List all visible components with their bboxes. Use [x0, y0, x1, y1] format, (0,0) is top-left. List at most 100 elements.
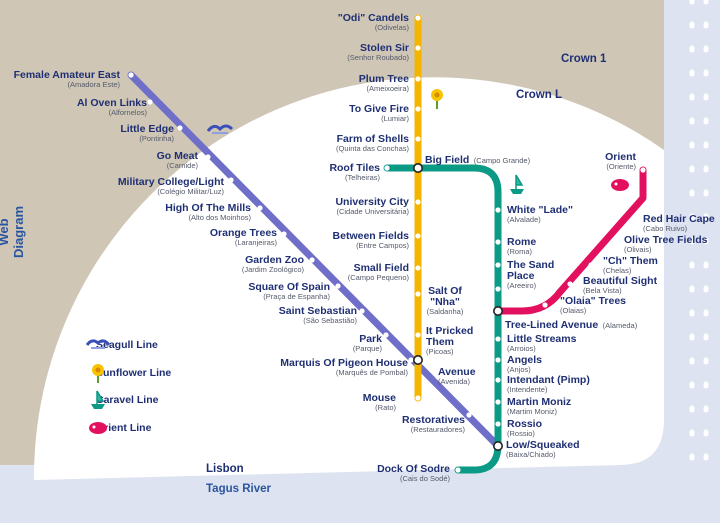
station-olaias[interactable]: "Olaia" Trees(Olaias) [560, 295, 626, 315]
station-restauradores[interactable]: Restoratives(Restauradores) [401, 414, 465, 434]
station-name: University City [335, 196, 409, 208]
station-campo-grande[interactable]: Big Field (Campo Grande) [425, 151, 530, 168]
station-martim-moniz[interactable]: Martin Moniz(Martim Moniz) [507, 396, 572, 416]
station-marques-de-pombal[interactable]: Marquis Of Pigeon House(Marquês de Pomba… [280, 357, 408, 377]
station-oriente[interactable]: Orient(Oriente) [605, 151, 636, 171]
station-cabo-ruivo[interactable]: Red Hair Cape(Cabo Ruivo) [643, 213, 715, 234]
station-dot [309, 257, 315, 263]
station-jardim-zoologico[interactable]: Garden Zoo(Jardim Zoológico) [242, 254, 304, 274]
station-name: Restoratives [401, 414, 465, 426]
land-area [33, 77, 664, 481]
station-name: Female Amateur East [13, 69, 120, 81]
station-bela-vista[interactable]: Beautiful Sight(Bela Vista) [583, 275, 657, 295]
station-cidade-universitaria[interactable]: University City(Cidade Universitária) [335, 196, 409, 216]
station-odivelas[interactable]: "Odi" Candels(Odivelas) [338, 12, 409, 32]
legend-label: Seagull Line [96, 339, 158, 351]
station-dot [147, 99, 153, 105]
station-lumiar[interactable]: To Give Fire(Lumiar) [349, 103, 409, 123]
station-areeiro[interactable]: The Sand Place(Areeiro) [507, 259, 565, 290]
station-avenida[interactable]: Avenue(Avenida) [438, 366, 476, 387]
station-subtitle: (Rossio) [507, 429, 535, 439]
station-subtitle: (Campo Pequeno) [347, 273, 409, 283]
station-saldanha[interactable]: Salt Of "Nha"(Saldanha) [418, 285, 472, 316]
station-name: "Olaia" Trees [560, 295, 626, 307]
station-alfornelos[interactable]: Al Oven Links(Alfornelos) [77, 97, 147, 118]
station-name: To Give Fire [349, 103, 409, 115]
river-band [0, 485, 720, 523]
station-subtitle: (Ameixoeira) [366, 84, 409, 94]
station-name: Small Field [353, 262, 409, 274]
station-colegio-militar[interactable]: Military College/Light(Colégio Militar/L… [118, 176, 224, 196]
station-subtitle: (Laranjeiras) [234, 238, 277, 248]
station-dot [228, 177, 234, 183]
station-entre-campos[interactable]: Between Fields(Entre Campos) [333, 230, 409, 250]
station-name: Orange Trees [209, 227, 277, 239]
station-name: Big Field [425, 154, 470, 166]
station-dot [415, 233, 421, 239]
station-name: Roof Tiles [329, 162, 380, 174]
station-subtitle: (Cabo Ruivo) [643, 224, 688, 234]
station-senhor-roubado[interactable]: Stolen Sir(Senhor Roubado) [347, 42, 409, 62]
interchange-dot [412, 354, 423, 365]
station-arroios[interactable]: Little Streams(Arroios) [507, 333, 576, 353]
station-name: Square Of Spain [248, 281, 330, 293]
station-anjos[interactable]: Angels(Anjos) [507, 354, 542, 374]
station-name: Farm of Shells [336, 133, 409, 145]
orient-icon [611, 179, 629, 191]
station-roma[interactable]: Rome(Roma) [507, 236, 537, 256]
station-name: Martin Moniz [507, 396, 572, 408]
station-chelas[interactable]: "Ch" Them(Chelas) [603, 255, 658, 275]
station-name: Go Meat [156, 150, 198, 162]
station-name: Mouse [362, 392, 396, 404]
caravel-line-track [383, 164, 502, 474]
station-dot [335, 283, 341, 289]
station-telheiras[interactable]: Roof Tiles(Telheiras) [329, 162, 380, 182]
station-dot [177, 125, 183, 131]
station-cais-do-sodre[interactable]: Dock Of Sodre(Cais do Sodé) [377, 463, 450, 483]
sunflower-icon [431, 89, 443, 109]
station-quinta-das-conchas[interactable]: Farm of Shells(Quinta das Conchas) [336, 133, 409, 153]
station-carnide[interactable]: Go Meat(Carnide) [156, 150, 198, 170]
station-dot [640, 167, 646, 173]
station-rato[interactable]: Mouse(Rato) [362, 392, 396, 412]
station-alto-dos-moinhos[interactable]: High Of The Mills(Alto dos Moinhos) [165, 202, 251, 222]
station-name: White "Lade" [507, 204, 573, 216]
station-dot [415, 45, 421, 51]
station-picoas[interactable]: It Pricked Them(Picoas) [426, 325, 486, 356]
region-lisbon: Lisbon [206, 463, 244, 475]
station-baixa-chiado[interactable]: Low/Squeaked(Baixa/Chiado) [506, 439, 580, 460]
station-sao-sebastiao[interactable]: Saint Sebastian(São Sebastião) [279, 305, 357, 325]
legend-item-orient: Orient Line [86, 417, 226, 439]
station-dot [588, 262, 594, 268]
station-dot [495, 399, 501, 405]
station-laranjeiras[interactable]: Orange Trees(Laranjeiras) [209, 227, 277, 248]
station-intendente[interactable]: Intendant (Pimp)(Intendente) [507, 374, 590, 394]
station-subtitle: (Alfornelos) [108, 108, 147, 118]
station-olivais[interactable]: Olive Tree Fields(Olivais) [624, 234, 707, 254]
station-dot [415, 15, 421, 21]
station-alameda[interactable]: Tree-Lined Avenue (Alameda) [505, 316, 637, 333]
station-name: Garden Zoo [245, 254, 304, 266]
station-rossio[interactable]: Rossio(Rossio) [507, 418, 542, 439]
station-amadora-este[interactable]: Female Amateur East(Amadora Este) [13, 69, 120, 89]
legend-item-sunflower: Sunflower Line [86, 362, 226, 384]
station-subtitle: (Parque) [352, 344, 382, 354]
station-dot [384, 165, 390, 171]
station-subtitle: (Praça de Espanha) [263, 292, 330, 302]
legend-item-seagull: Seagull Line [86, 334, 226, 356]
interchange-dot [492, 440, 503, 451]
station-subtitle: (Avenida) [438, 377, 470, 387]
station-dot [630, 219, 636, 225]
station-name: Orient [605, 151, 636, 163]
station-name: Rome [507, 236, 537, 248]
station-parque[interactable]: Park(Parque) [352, 333, 382, 354]
station-praca-de-espanha[interactable]: Square Of Spain(Praça de Espanha) [248, 281, 330, 302]
station-pontinha[interactable]: Little Edge(Pontinha) [120, 123, 174, 143]
station-subtitle: (Baixa/Chiado) [506, 450, 556, 460]
station-campo-pequeno[interactable]: Small Field(Campo Pequeno) [347, 262, 409, 283]
station-ameixoeira[interactable]: Plum Tree(Ameixoeira) [359, 73, 409, 94]
station-dot [415, 136, 421, 142]
station-alvalade[interactable]: White "Lade"(Alvalade) [507, 204, 573, 224]
station-dot [608, 242, 614, 248]
